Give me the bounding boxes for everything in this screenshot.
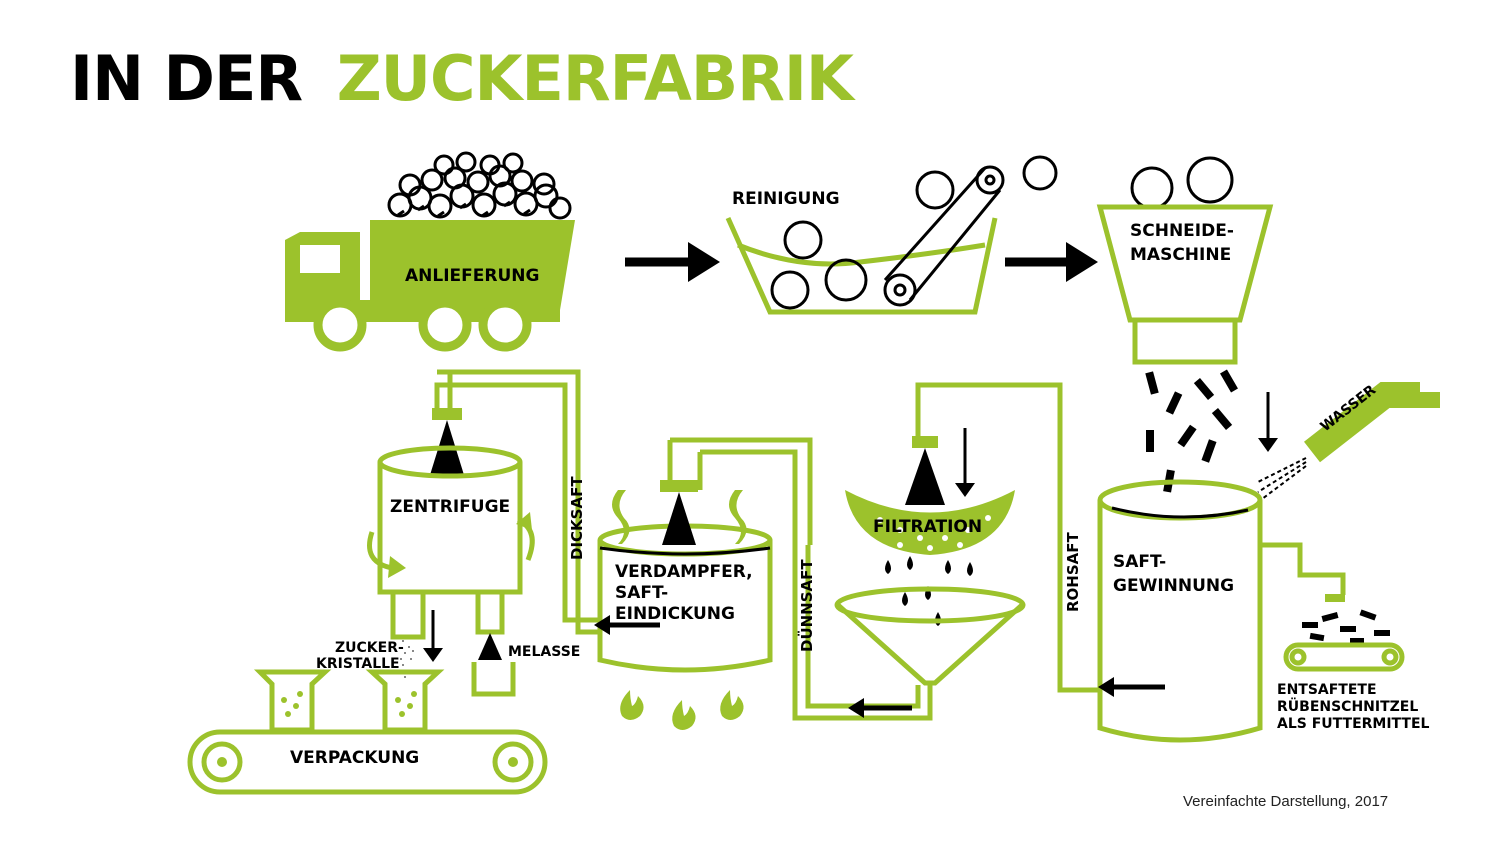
cleaning-basin: REINIGUNG: [725, 155, 1058, 315]
thin-juice-pipe: DÜNNSAFT: [792, 545, 933, 721]
beet-chips-icon: [1302, 609, 1390, 644]
pulp-label-line3: ALS FUTTERMITTEL: [1277, 716, 1430, 732]
cutting-machine: SCHNEIDE- MASCHINE: [1096, 156, 1278, 493]
cutter-label-line1: SCHNEIDE-: [1130, 221, 1234, 241]
extraction-tank: SAFT- GEWINNUNG: [1097, 479, 1346, 743]
footnote: Vereinfachte Darstellung, 2017: [1183, 793, 1388, 810]
flame-icon: [620, 690, 744, 730]
title-part1: IN DER: [70, 42, 302, 115]
page-title: IN DER ZUCKERFABRIK: [70, 42, 856, 115]
conveyor-icon: [883, 165, 1005, 307]
filtration-label: FILTRATION: [873, 517, 982, 537]
pulp-conveyor: ENTSAFTETE RÜBENSCHNITZEL ALS FUTTERMITT…: [1277, 609, 1430, 732]
crystals-label-line1: ZUCKER-: [335, 640, 404, 656]
beet-chips-icon: [1145, 369, 1238, 493]
extraction-label-line2: GEWINNUNG: [1113, 576, 1234, 596]
cleaning-label: REINIGUNG: [732, 189, 840, 209]
molasses-label: MELASSE: [508, 644, 580, 660]
water-hose: WASSER: [1257, 382, 1440, 503]
delivery-label: ANLIEFERUNG: [405, 266, 539, 286]
evaporator-label-line2: SAFT-: [615, 583, 668, 603]
packaging-conveyor: VERPACKUNG: [187, 669, 548, 795]
extraction-label-line1: SAFT-: [1113, 552, 1166, 572]
evaporator-label-line1: VERDAMPFER,: [615, 562, 753, 582]
beet-pile-icon: [387, 151, 572, 220]
centrifuge: ZENTRIFUGE ZUCKER- KRISTALLE MELASSE: [316, 408, 580, 697]
packaging-label: VERPACKUNG: [290, 748, 419, 768]
beet-icon: [770, 155, 1058, 310]
sugar-box-icon: [253, 669, 445, 733]
filtration-unit: FILTRATION: [834, 428, 1026, 686]
raw-juice-label: ROHSAFT: [1064, 531, 1082, 612]
delivery-truck: ANLIEFERUNG: [285, 151, 575, 352]
thin-juice-label: DÜNNSAFT: [797, 559, 816, 652]
crystals-label-line2: KRISTALLE: [316, 656, 400, 672]
beet-icon: [1130, 156, 1234, 210]
centrifuge-label: ZENTRIFUGE: [390, 497, 510, 517]
evaporator-label-line3: EINDICKUNG: [615, 604, 735, 624]
pulp-label-line2: RÜBENSCHNITZEL: [1277, 697, 1418, 715]
thick-juice-label: DICKSAFT: [568, 476, 586, 560]
title-part2: ZUCKERFABRIK: [337, 42, 856, 115]
pulp-label-line1: ENTSAFTETE: [1277, 682, 1377, 698]
raw-juice-pipe: ROHSAFT: [915, 382, 1165, 697]
thick-juice-pipe: DICKSAFT: [434, 369, 660, 635]
cutter-label-line2: MASCHINE: [1130, 245, 1231, 265]
evaporator-tank: VERDAMPFER, SAFT- EINDICKUNG: [597, 437, 813, 730]
